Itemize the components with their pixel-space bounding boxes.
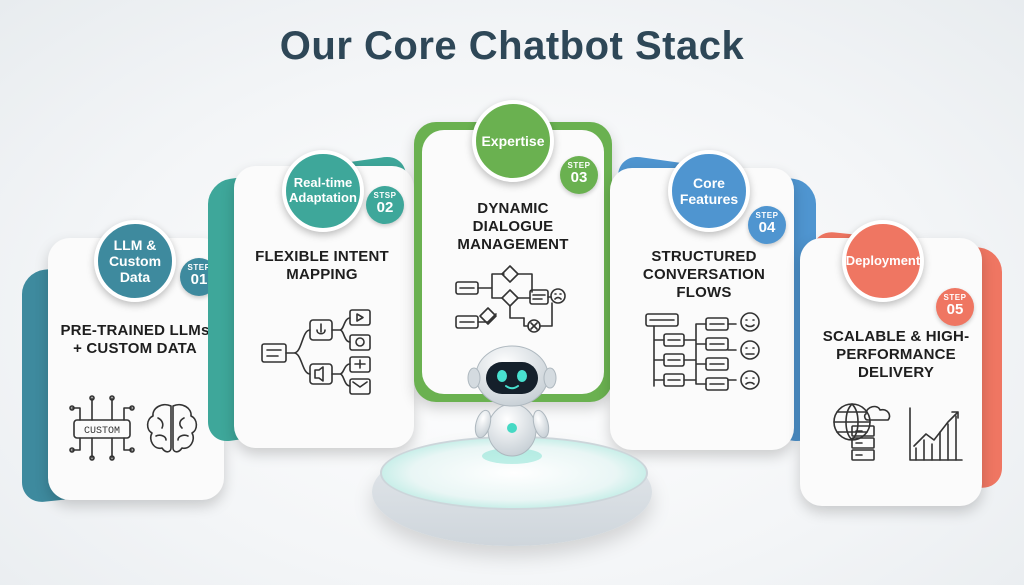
cloud-server-icon (833, 403, 891, 461)
card-2-step-number: 02 (376, 199, 394, 216)
intent-mapping-icon (261, 309, 371, 395)
card-5-bubble-label: Deployment (845, 252, 921, 268)
chip-icon: CUSTOM (69, 395, 135, 461)
card-2-step-badge: STSP 02 (366, 186, 404, 224)
card-1-heading: PRE-TRAINED LLMs + CUSTOM DATA (60, 322, 210, 357)
card-1-bubble: LLM & Custom Data (94, 220, 176, 302)
card-1-step-number: 01 (190, 271, 208, 288)
chip-icon-text: CUSTOM (84, 426, 120, 437)
card-4-step-label: STEP (755, 211, 779, 220)
page-title: Our Core Chatbot Stack (279, 24, 745, 68)
card-3-bubble-label: Expertise (481, 132, 545, 149)
card-3-step-badge: STEP 03 (560, 156, 598, 194)
brain-icon (146, 403, 198, 453)
card-4-bubble-label: Core Features (679, 174, 739, 207)
card-2-bubble: Real-time Adaptation (282, 150, 364, 232)
card-5-step-number: 05 (946, 301, 964, 318)
card-4-heading: STRUCTURED CONVERSATION FLOWS (642, 248, 766, 301)
card-4-step-badge: STEP 04 (748, 206, 786, 244)
growth-chart-icon (909, 407, 963, 461)
dialogue-flow-icon (455, 265, 566, 333)
card-3-step-label: STEP (567, 161, 591, 170)
card-5-bubble: Deployment (842, 220, 924, 302)
conversation-flow-icon (645, 312, 760, 391)
card-2-bubble-label: Real-time Adaptation (289, 175, 357, 205)
card-2-heading: FLEXIBLE INTENT MAPPING (255, 248, 389, 283)
card-1-step-label: STEP (187, 263, 211, 272)
card-5-heading: SCALABLE & HIGH-PERFORMANCE DELIVERY (822, 328, 970, 381)
card-4-step-number: 04 (758, 219, 776, 236)
card-3-heading: DYNAMIC DIALOGUE MANAGEMENT (457, 200, 569, 253)
card-4-bubble: Core Features (668, 150, 750, 232)
card-3-step-number: 03 (570, 169, 588, 186)
card-5-step-label: STEP (943, 293, 967, 302)
card-2-step-label: STSP (373, 191, 397, 200)
robot-icon (467, 345, 557, 464)
card-5-step-badge: STEP 05 (936, 288, 974, 326)
card-3-bubble: Expertise (472, 100, 554, 182)
card-1-bubble-label: LLM & Custom Data (108, 236, 162, 286)
